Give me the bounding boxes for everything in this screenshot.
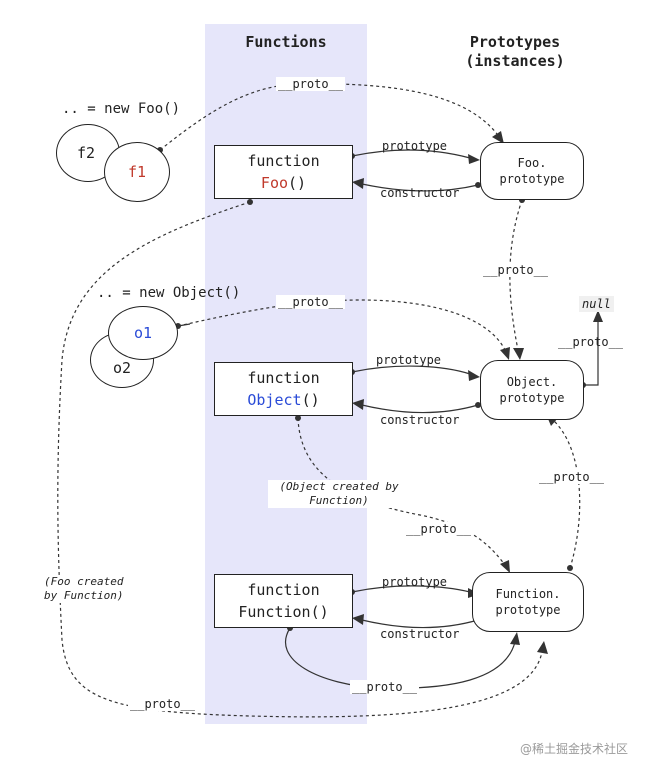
function-prototype-line2: prototype [495,603,561,617]
object-prototype-link [351,365,471,375]
object-fn-proto-arrow [500,560,510,573]
fooproto-proto-arrow [513,348,524,360]
function-constructor-label: constructor [380,627,460,641]
function-object-parens: () [301,391,320,409]
prototypes-header-title: Prototypes [469,33,561,51]
instance-o1: o1 [108,306,178,360]
object-created-note-line2: Function) [309,494,369,507]
object-prototype-arrow [468,370,480,381]
instance-f2-label: f2 [77,144,96,162]
function-function-box: function Function() [214,574,353,628]
function-foo-box: function Foo() [214,145,353,199]
function-constructor-link [361,619,479,629]
fooproto-proto-link [509,199,523,351]
functions-header: Functions [245,33,327,51]
foo-constructor-label: constructor [380,186,460,200]
object-constructor-link [361,404,479,414]
function-foo-name: Foo [260,174,289,192]
foo-prototype-line1: Foo. [517,156,547,170]
object-prototype-label: prototype [376,353,442,367]
f1-proto-arrow [492,131,504,144]
function-function-name: Function [238,603,311,621]
foo-prototype-link [351,149,471,159]
functionproto-proto-link [552,419,581,569]
function-function-signature: Function() [215,601,352,623]
instance-f1: f1 [104,142,170,202]
function-object-signature: Object() [215,389,352,411]
foo-created-note-line1: (Foo created [44,575,124,588]
foo-created-note-line2: by Function) [44,589,124,602]
function-fn-proto-label: __proto__ [350,680,420,694]
function-prototype-link [351,585,471,593]
function-foo-keyword: function [247,152,320,170]
null-terminal: null [579,296,614,312]
object-prototype-line1: Object. [506,375,558,389]
object-constructor-label: constructor [380,413,460,427]
foo-constructor-arrow [352,178,364,189]
function-function-parens: () [310,603,329,621]
foo-prototype-line2: prototype [499,172,565,186]
instance-f1-label: f1 [127,163,147,181]
function-foo-parens: () [288,174,307,192]
objectproto-proto-arrow [593,310,603,322]
f1-proto-label: __proto__ [276,77,346,91]
o1-proto-label: __proto__ [276,295,346,309]
object-created-note-line1: (Object created by [279,480,399,493]
functionproto-proto-label: __proto__ [537,470,607,484]
foo-fn-proto-label: __proto__ [128,697,198,711]
function-fn-proto-arrow [510,632,520,645]
objectproto-proto-link [583,320,599,386]
function-function-keyword: function [247,581,320,599]
watermark: @稀土掘金技术社区 [520,742,629,756]
function-object-keyword: function [247,369,320,387]
fooproto-proto-label: __proto__ [481,263,551,277]
instance-o2-label: o2 [112,359,132,377]
foo-prototype-arrow [468,154,480,164]
foo-prototype-node: Foo. prototype [480,142,584,200]
function-object-name: Object [247,391,302,409]
foo-prototype-label: prototype [382,139,448,153]
foo-fn-proto-arrow [537,641,548,654]
foo-fn-proto-link [57,201,543,718]
new-foo-expression: .. = new Foo() [62,101,181,117]
new-object-expression: .. = new Object() [97,285,241,301]
function-prototype-label: prototype [382,575,448,589]
function-prototype-line1: Function. [495,587,561,601]
function-object-box: function Object() [214,362,353,416]
object-prototype-node: Object. prototype [480,360,584,420]
function-prototype-node: Function. prototype [472,572,584,632]
object-constructor-arrow [352,399,364,410]
object-created-note: (Object created by Function) [268,480,410,508]
object-fn-proto-label: __proto__ [404,522,474,536]
function-foo-signature: Foo() [215,172,352,194]
function-constructor-arrow [352,614,364,625]
foo-created-note: (Foo created by Function) [44,575,146,603]
objectproto-proto-label: __proto__ [558,335,624,349]
o1-proto-arrow [500,347,510,360]
prototypes-header: Prototypes (instances) [440,33,590,71]
instance-o1-label: o1 [133,324,153,342]
foo-constructor-link [361,183,479,192]
o1-proto-link [177,299,506,351]
object-prototype-line2: prototype [499,391,565,405]
o1-proto-tail [177,323,191,327]
prototypes-header-subtitle: (instances) [465,52,565,70]
